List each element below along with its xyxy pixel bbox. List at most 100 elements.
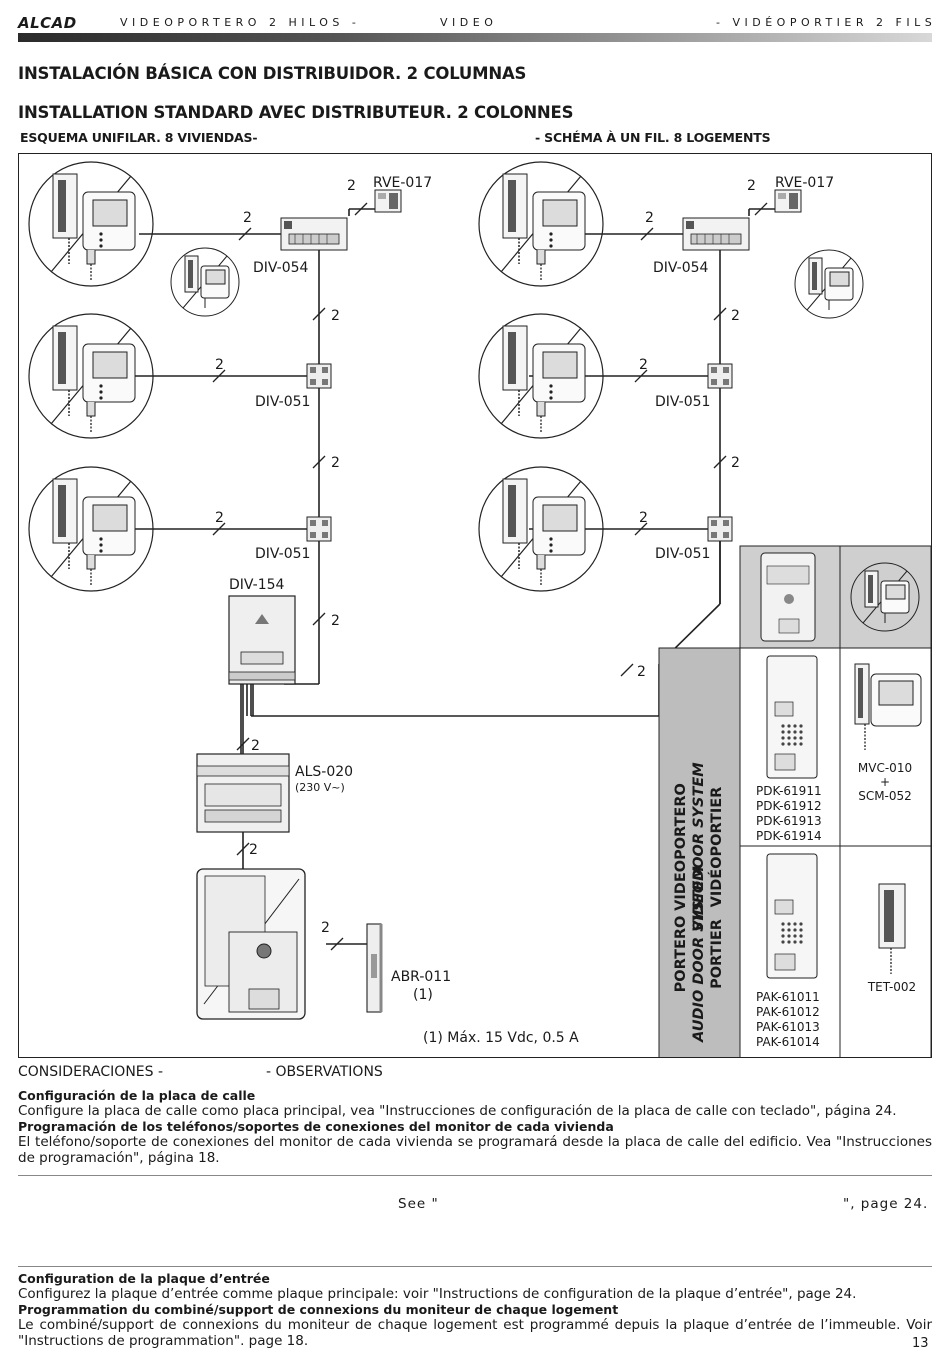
- header-middle-text: VIDEO: [440, 16, 498, 29]
- div051-left-2: [306, 516, 332, 542]
- svg-text:VIDÉOPORTIER: VIDÉOPORTIER: [708, 787, 725, 908]
- label-div051-right-1: DIV-051: [655, 394, 710, 410]
- wiring-diagram: 2 2 2 2 2 2 2 2 2 2 2 2 2 2 2 2 2 RVE-01…: [18, 153, 932, 1058]
- note-text: Configurez la plaque d’entrée comme plaq…: [18, 1286, 857, 1302]
- svg-text:AUDIO DOOR SYSTEM: AUDIO DOOR SYSTEM: [691, 866, 707, 1043]
- label-als020: ALS-020: [295, 764, 353, 780]
- header-right-text: - VIDÉOPORTIER 2 FILS: [716, 16, 937, 29]
- label-div054-left: DIV-054: [253, 260, 309, 276]
- note-text: Le combiné/support de connexions du moni…: [18, 1317, 932, 1349]
- wire-label: 2: [639, 357, 648, 373]
- pak-model: PAK-61014: [756, 1035, 820, 1049]
- wire-label: 2: [747, 178, 756, 194]
- pdk-model: PDK-61911: [756, 784, 822, 798]
- pak-model: PAK-61013: [756, 1020, 820, 1034]
- page-title-fr: INSTALLATION STANDARD AVEC DISTRIBUTEUR.…: [18, 103, 574, 122]
- monitor-left-2: [28, 313, 154, 439]
- considerations-heading-es: CONSIDERACIONES -: [18, 1064, 164, 1080]
- rve-left: [374, 189, 402, 213]
- label-abr011-note: (1): [413, 987, 433, 1003]
- tet-phone-icon: [878, 883, 906, 974]
- note-text: Configure la placa de calle como placa p…: [18, 1103, 897, 1119]
- wire-label: 2: [645, 210, 654, 226]
- legend-panel-icon: [760, 552, 816, 642]
- label-rve-right: RVE-017: [775, 175, 834, 191]
- divider: [18, 1266, 932, 1267]
- label-div154: DIV-154: [229, 577, 285, 593]
- wire-label: 2: [331, 308, 340, 324]
- pak-model: PAK-61011: [756, 990, 820, 1004]
- tet-model: TET-002: [867, 980, 916, 994]
- considerations-heading-fr: - OBSERVATIONS: [266, 1064, 383, 1080]
- label-als020-voltage: (230 V~): [295, 781, 345, 794]
- mvc-monitor-icon: [854, 663, 922, 750]
- header-gradient-bar: [18, 33, 932, 42]
- see-text-end: ", page 24.: [843, 1196, 929, 1212]
- monitor-left-1: [28, 161, 154, 287]
- pdk-model: PDK-61914: [756, 829, 822, 843]
- considerations-es: Configuración de la placa de calle Confi…: [18, 1088, 932, 1166]
- subtitle-fr: - SCHÉMA À UN FIL. 8 LOGEMENTS: [535, 130, 771, 145]
- monitor-right-3: [478, 466, 604, 592]
- wire-label: 2: [251, 738, 260, 754]
- pdk-panel-icon: [766, 655, 818, 779]
- wire-label: 2: [215, 357, 224, 373]
- div051-right-2: [707, 516, 733, 542]
- scm-model: SCM-052: [858, 789, 912, 803]
- label-abr011: ABR-011: [391, 969, 451, 985]
- wires-right: [242, 208, 777, 945]
- note-text: El teléfono/soporte de conexiones del mo…: [18, 1134, 932, 1166]
- wire-label: 2: [215, 510, 224, 526]
- div154-device: [228, 595, 296, 685]
- wire-label: 2: [321, 920, 330, 936]
- page-number: 13: [912, 1336, 929, 1351]
- pak-panel-icon: [766, 853, 818, 979]
- div051-left-1: [306, 363, 332, 389]
- monitor-left-mini: [170, 247, 240, 317]
- svg-text:PORTIER: PORTIER: [709, 919, 725, 989]
- svg-text:VIDEOPORTERO: VIDEOPORTERO: [673, 783, 689, 911]
- abr011-lock: [366, 923, 383, 1013]
- see-text-start: See ": [398, 1196, 439, 1212]
- page-title-es: INSTALACIÓN BÁSICA CON DISTRIBUIDOR. 2 C…: [18, 64, 527, 83]
- wire-label: 2: [249, 842, 258, 858]
- pdk-model: PDK-61913: [756, 814, 822, 828]
- wire-label: 2: [347, 178, 356, 194]
- monitor-right-1: [478, 161, 604, 287]
- label-rve-left: RVE-017: [373, 175, 432, 191]
- note-title: Configuración de la placa de calle: [18, 1088, 256, 1103]
- mvc-plus: +: [880, 775, 890, 789]
- svg-text:PORTERO: PORTERO: [673, 916, 689, 993]
- considerations-fr: Configuration de la plaque d’entrée Conf…: [18, 1271, 932, 1349]
- wiring-diagram-svg: 2 2 2 2 2 2 2 2 2 2 2 2 2 2 2 2 2 RVE-01…: [28, 161, 931, 1057]
- legend-box: VIDEOPORTERO VIDEODOOR SYSTEM VIDÉOPORTI…: [658, 545, 931, 1057]
- monitor-right-2: [478, 313, 604, 439]
- label-div054-right: DIV-054: [653, 260, 709, 276]
- header-left-text: VIDEOPORTERO 2 HILOS -: [120, 16, 361, 29]
- wire-label: 2: [243, 210, 252, 226]
- monitor-right-mini: [794, 249, 864, 319]
- divider: [18, 1175, 932, 1176]
- div051-right-1: [707, 363, 733, 389]
- wire-label: 2: [331, 613, 340, 629]
- wire-label: 2: [731, 455, 740, 471]
- rve-right: [774, 189, 802, 213]
- wire-label: 2: [331, 455, 340, 471]
- monitor-left-3: [28, 466, 154, 592]
- note-title: Configuration de la plaque d’entrée: [18, 1271, 270, 1286]
- wire-label: 2: [639, 510, 648, 526]
- mvc-model: MVC-010: [858, 761, 912, 775]
- subtitle-es: ESQUEMA UNIFILAR. 8 VIVIENDAS-: [20, 130, 258, 145]
- brand-logo: ALCAD: [18, 14, 77, 32]
- note-title: Programación de los teléfonos/soportes d…: [18, 1119, 614, 1134]
- div054-left: [280, 217, 348, 251]
- footnote-max-voltage: (1) Máx. 15 Vdc, 0.5 A: [423, 1030, 579, 1046]
- div054-right: [682, 217, 750, 251]
- label-div051-left-1: DIV-051: [255, 394, 310, 410]
- wire-count-labels: 2 2 2 2 2 2 2 2 2 2 2 2 2 2 2 2 2: [215, 178, 756, 936]
- als020-device: [196, 753, 290, 833]
- pak-model: PAK-61012: [756, 1005, 820, 1019]
- wire-label: 2: [731, 308, 740, 324]
- wire-label: 2: [637, 664, 646, 680]
- legend-audio-label: PORTERO AUDIO DOOR SYSTEM PORTIER: [673, 866, 725, 1043]
